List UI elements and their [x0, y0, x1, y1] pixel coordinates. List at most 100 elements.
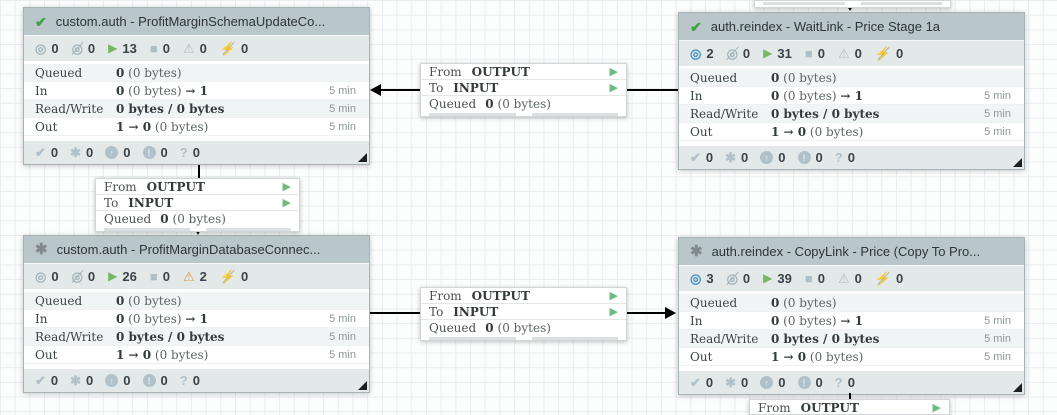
queue-size-bar	[531, 112, 618, 116]
invalid-icon: ⚠	[182, 269, 195, 284]
process-group-copylink-price[interactable]: ✱ auth.reindex - CopyLink - Price (Copy …	[678, 237, 1025, 395]
connection-label-waitlink-to-schema-update[interactable]: From OUTPUT ▶ To INPUT ▶ Queued 0 (0 byt…	[420, 63, 627, 117]
transmitting-count: 0	[51, 41, 59, 56]
running-icon: ▶	[763, 46, 773, 60]
process-group-title: custom.auth - ProfitMarginDatabaseConnec…	[56, 242, 321, 257]
process-group-header[interactable]: ✱ auth.reindex - CopyLink - Price (Copy …	[679, 238, 1024, 266]
version-stale-icon: ↑	[760, 151, 774, 164]
connection-label-schema-update-to-database-connec[interactable]: From OUTPUT ▶ To INPUT ▶ Queued 0 (0 byt…	[95, 178, 300, 232]
version-sync-failure-icon: ?	[834, 375, 843, 390]
disabled-icon: ⚡	[874, 46, 892, 61]
connection-label-database-connec-to-copylink[interactable]: From OUTPUT ▶ To INPUT ▶ Queued 0 (0 byt…	[420, 287, 627, 341]
running-count: 26	[122, 269, 137, 284]
resize-handle[interactable]	[358, 381, 367, 390]
invalid-icon: ⚠	[837, 46, 850, 61]
connection-from-row: From OUTPUT ▶	[96, 179, 299, 195]
version-stale-icon: ↑	[760, 376, 774, 389]
queued-count: 0	[485, 320, 494, 335]
not-transmitting-count: 0	[742, 271, 751, 286]
process-group-title: auth.reindex - CopyLink - Price (Copy To…	[711, 244, 981, 259]
connection-to-row: To INPUT ▶	[421, 80, 626, 96]
transmitting-icon: ◎	[690, 46, 702, 61]
invalid-icon: ⚠	[182, 41, 195, 56]
sync-failure-count: 0	[847, 375, 855, 390]
running-count: 31	[777, 46, 792, 61]
locally-modified-count: 0	[741, 375, 749, 390]
resize-handle[interactable]	[1013, 383, 1022, 392]
process-group-header[interactable]: ✱ custom.auth - ProfitMarginDatabaseConn…	[24, 236, 369, 264]
process-group-profit-margin-schema-update[interactable]: ✔ custom.auth - ProfitMarginSchemaUpdate…	[23, 7, 370, 165]
invalid-icon: ⚠	[837, 271, 850, 286]
queue-size-bar	[531, 336, 618, 340]
connection-label-copylink-out-partial[interactable]: From OUTPUT ▶	[749, 399, 950, 415]
queue-size-bar	[205, 227, 291, 231]
port-running-icon: ▶	[932, 401, 941, 414]
port-running-icon: ▶	[282, 180, 291, 193]
queued-count: 0	[160, 211, 169, 226]
version-locally-modified-icon: ✱	[725, 374, 737, 390]
process-group-header[interactable]: ✔ auth.reindex - WaitLink - Price Stage …	[679, 13, 1024, 41]
stopped-count: 0	[817, 271, 825, 286]
invalid-count: 0	[854, 46, 862, 61]
invalid-count: 0	[854, 271, 862, 286]
stopped-icon: ■	[149, 41, 158, 56]
queue-capacity-bars	[96, 226, 299, 232]
queued-count: 0	[485, 96, 494, 111]
process-group-version-bar: ✔0 ✱0 ↑0 !0 ?0	[24, 369, 369, 392]
stopped-icon: ■	[149, 269, 158, 284]
to-port-name: INPUT	[453, 80, 499, 95]
stale-count: 0	[123, 145, 131, 160]
port-running-icon: ▶	[609, 305, 618, 318]
process-group-version-bar: ✔0 ✱0 ↑0 !0 ?0	[679, 146, 1024, 169]
invalid-count: 2	[199, 269, 207, 284]
resize-handle[interactable]	[1013, 158, 1022, 167]
process-group-status-bar: ◎0 ◎0 ▶26 ■0 ⚠2 ⚡0	[24, 264, 369, 289]
transmitting-count: 3	[706, 271, 714, 286]
port-running-icon: ▶	[609, 65, 618, 78]
queued-size: (0 bytes)	[497, 320, 551, 335]
process-group-version-bar: ✔0 ✱0 ↑0 !0 ?0	[679, 371, 1024, 394]
transmitting-icon: ◎	[690, 271, 702, 286]
queue-count-bar	[763, 1, 845, 5]
port-running-icon: ▶	[282, 196, 291, 209]
process-group-title: auth.reindex - WaitLink - Price Stage 1a	[710, 19, 941, 34]
connection-from-row: From OUTPUT ▶	[421, 64, 626, 80]
invalid-count: 0	[199, 41, 207, 56]
to-port-name: INPUT	[453, 304, 499, 319]
connection-queued-row: Queued 0 (0 bytes)	[429, 96, 551, 111]
connection-label-partial-top[interactable]	[754, 0, 951, 8]
connection-queued-row: Queued 0 (0 bytes)	[429, 320, 551, 335]
not-transmitting-icon: ◎	[726, 46, 738, 61]
process-group-profit-margin-database-connec[interactable]: ✱ custom.auth - ProfitMarginDatabaseConn…	[23, 235, 370, 393]
from-port-name: OUTPUT	[471, 288, 530, 303]
resize-handle[interactable]	[358, 153, 367, 162]
disabled-icon: ⚡	[219, 269, 237, 284]
version-stale-icon: ↑	[105, 146, 119, 159]
version-locally-modified-icon: ✱	[725, 149, 737, 165]
transmitting-count: 2	[706, 46, 714, 61]
version-locally-modified-icon: ✱	[70, 372, 82, 388]
process-group-header[interactable]: ✔ custom.auth - ProfitMarginSchemaUpdate…	[24, 8, 369, 36]
queue-capacity-bars	[421, 335, 626, 341]
up-to-date-count: 0	[705, 375, 714, 390]
version-stale-icon: ↑	[105, 374, 119, 387]
running-icon: ▶	[108, 41, 118, 55]
sync-failure-count: 0	[192, 373, 200, 388]
not-transmitting-icon: ◎	[71, 269, 83, 284]
connection-queued-row: Queued 0 (0 bytes)	[104, 211, 226, 226]
version-modified-stale-icon: !	[797, 376, 811, 389]
disabled-count: 0	[896, 271, 904, 286]
process-group-waitlink-price-stage-1a[interactable]: ✔ auth.reindex - WaitLink - Price Stage …	[678, 12, 1025, 170]
